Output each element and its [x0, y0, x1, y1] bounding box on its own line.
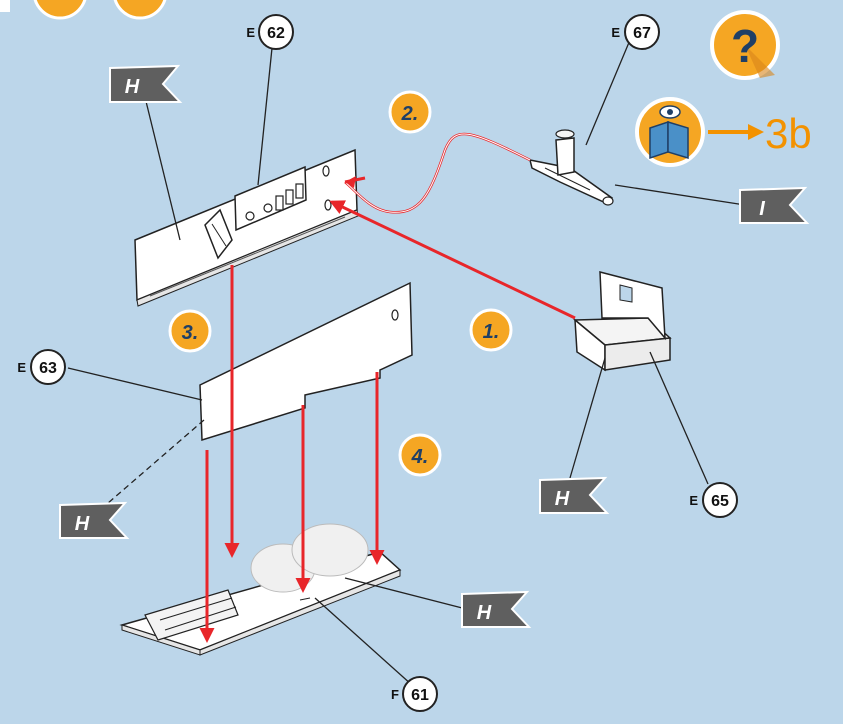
- flag-h-e62: H: [110, 66, 180, 102]
- part-label-number: 67: [633, 25, 651, 42]
- step-number: 1.: [483, 321, 500, 343]
- step-badge-2: 2.: [390, 92, 430, 132]
- step-number: 2.: [401, 103, 419, 125]
- part-label-e67: E 67: [611, 15, 659, 49]
- step-number: 3.: [182, 322, 199, 344]
- flag-letter: I: [759, 198, 765, 220]
- flag-letter: H: [477, 602, 492, 624]
- step-badge-1: 1.: [471, 310, 511, 350]
- book-eye-icon: [637, 99, 703, 165]
- part-label-e65: E 65: [689, 483, 737, 517]
- part-label-number: 63: [39, 360, 57, 377]
- arrow-right-icon: [708, 124, 764, 140]
- part-label-letter: E: [17, 360, 26, 375]
- part-label-letter: F: [391, 687, 399, 702]
- flag-h-e65: H: [540, 478, 607, 513]
- part-label-number: 65: [711, 493, 729, 510]
- part-label-number: 62: [267, 25, 285, 42]
- step-badge-3: 3.: [170, 311, 210, 351]
- part-label-letter: E: [689, 493, 698, 508]
- cropped-top-badges: [0, 0, 166, 18]
- part-label-f61: F 61: [391, 677, 437, 711]
- flag-i-e67: I: [740, 188, 807, 223]
- question-icon[interactable]: ?: [712, 12, 778, 78]
- part-label-letter: E: [246, 25, 255, 40]
- step-number: 4.: [411, 446, 429, 468]
- book-reference-text: 3b: [765, 110, 812, 157]
- flag-letter: H: [125, 76, 140, 98]
- flag-h-f61: H: [462, 592, 529, 627]
- part-label-number: 61: [411, 687, 429, 704]
- question-symbol: ?: [731, 20, 759, 72]
- part-e65-bracket: [575, 272, 670, 370]
- flag-letter: H: [75, 513, 90, 535]
- part-label-e63: E 63: [17, 350, 65, 384]
- part-label-letter: E: [611, 25, 620, 40]
- part-e62-board: [135, 150, 358, 306]
- part-f61-base: [122, 524, 400, 655]
- part-label-e62: E 62: [246, 15, 293, 49]
- flag-letter: H: [555, 488, 570, 510]
- book-reference: 3b: [637, 99, 812, 165]
- part-e67-handle: [530, 130, 613, 205]
- step-badge-4: 4.: [400, 435, 440, 475]
- flag-h-e63: H: [60, 503, 127, 538]
